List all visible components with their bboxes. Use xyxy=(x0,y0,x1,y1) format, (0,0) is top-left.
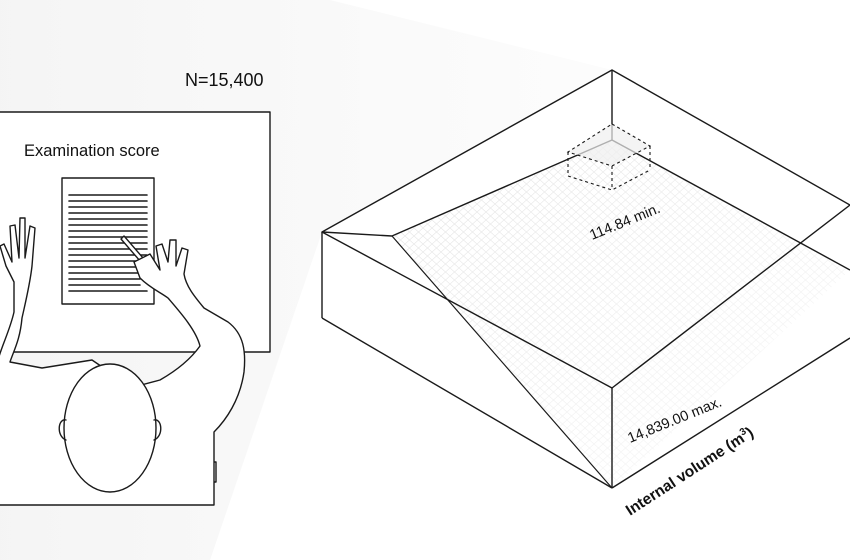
exam-paper xyxy=(61,177,155,305)
exam-score-label: Examination score xyxy=(24,142,160,160)
sample-size-label: N=15,400 xyxy=(185,70,264,90)
person-ear-right xyxy=(153,419,162,441)
box-floor-back-right xyxy=(611,139,850,271)
paper-text-lines xyxy=(68,194,148,292)
box-bottom-right xyxy=(611,337,850,489)
person-head xyxy=(63,363,157,493)
exam-illustration xyxy=(0,111,271,506)
box-bottom-left xyxy=(321,317,613,489)
box-floor-fade xyxy=(392,140,850,488)
person-body xyxy=(0,217,246,506)
min-volume-cube xyxy=(566,123,652,191)
person-ear-left xyxy=(58,419,67,441)
axis-label-superscript: 3 xyxy=(738,426,749,438)
